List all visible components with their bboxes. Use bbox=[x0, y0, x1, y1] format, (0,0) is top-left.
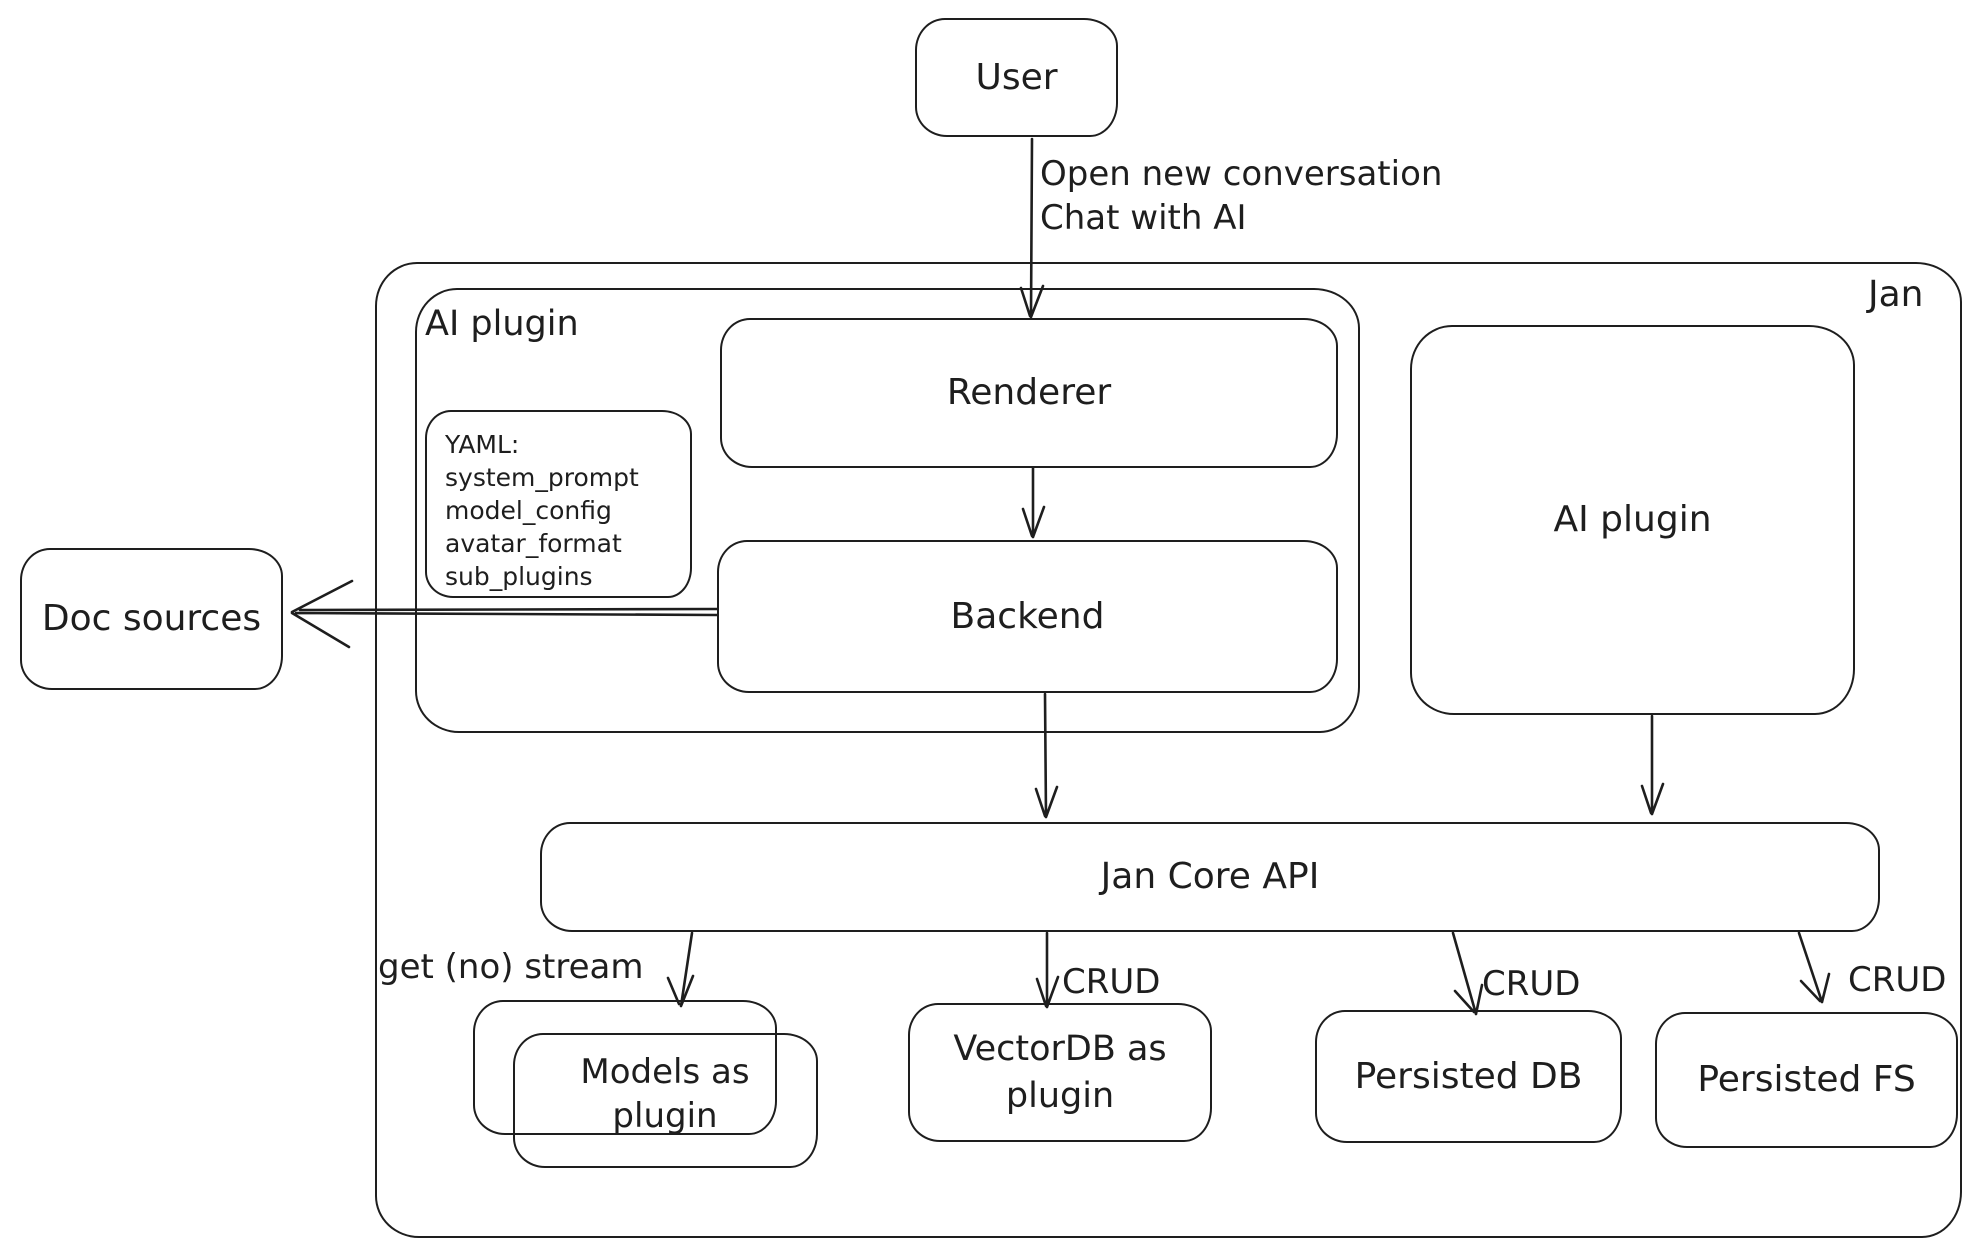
edge-label-crud-vectordb: CRUD bbox=[1062, 962, 1161, 1002]
node-ai-plugin-right-label: AI plugin bbox=[1553, 499, 1712, 541]
node-user-label: User bbox=[975, 56, 1058, 98]
node-persisted-db-label: Persisted DB bbox=[1354, 1055, 1583, 1097]
edge-label-get-no-stream: get (no) stream bbox=[378, 947, 644, 987]
container-jan-label: Jan bbox=[1868, 274, 1924, 315]
yaml-note: YAML: system_prompt model_config avatar_… bbox=[425, 410, 692, 598]
node-models-as-plugin-label: Models as plugin bbox=[580, 1052, 750, 1137]
node-user: User bbox=[915, 18, 1118, 137]
node-persisted-fs: Persisted FS bbox=[1655, 1012, 1958, 1148]
node-jan-core-api-label: Jan Core API bbox=[1100, 856, 1320, 898]
node-persisted-fs-label: Persisted FS bbox=[1697, 1059, 1916, 1101]
node-renderer: Renderer bbox=[720, 318, 1338, 468]
container-jan bbox=[375, 262, 1962, 1238]
node-models-as-plugin-back bbox=[473, 1000, 777, 1135]
node-jan-core-api: Jan Core API bbox=[540, 822, 1880, 932]
yaml-line: sub_plugins bbox=[445, 562, 593, 591]
edge-label-open-conversation: Open new conversation Chat with AI bbox=[1040, 154, 1443, 239]
edge-label-crud-persisted-db: CRUD bbox=[1482, 964, 1581, 1004]
node-persisted-db: Persisted DB bbox=[1315, 1010, 1622, 1143]
node-renderer-label: Renderer bbox=[946, 372, 1112, 414]
edge-label-crud-persisted-fs: CRUD bbox=[1848, 960, 1947, 1000]
node-models-as-plugin-front bbox=[513, 1033, 818, 1168]
container-ai-plugin bbox=[415, 288, 1360, 733]
node-ai-plugin-right: AI plugin bbox=[1410, 325, 1855, 715]
yaml-line: model_config bbox=[445, 496, 612, 525]
yaml-line: avatar_format bbox=[445, 529, 622, 558]
node-backend: Backend bbox=[717, 540, 1338, 693]
node-doc-sources-label: Doc sources bbox=[41, 598, 262, 640]
yaml-line: system_prompt bbox=[445, 463, 639, 492]
container-ai-plugin-label: AI plugin bbox=[425, 304, 579, 344]
node-vectordb-label: VectorDB as plugin bbox=[953, 1029, 1167, 1116]
yaml-line: YAML: bbox=[445, 430, 520, 459]
node-backend-label: Backend bbox=[950, 595, 1105, 637]
node-vectordb-as-plugin: VectorDB as plugin bbox=[908, 1003, 1212, 1142]
node-doc-sources: Doc sources bbox=[20, 548, 283, 690]
